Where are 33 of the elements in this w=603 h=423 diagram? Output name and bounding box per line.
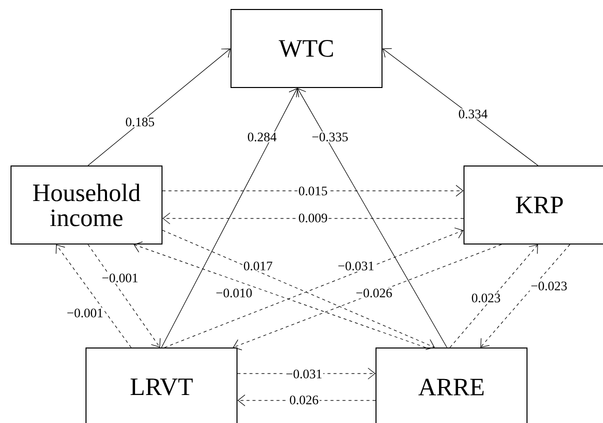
edge-label: 0.017 bbox=[242, 260, 274, 272]
arrow bbox=[161, 88, 300, 348]
edge-label: 0.009 bbox=[297, 212, 329, 224]
dashed-arrow bbox=[480, 244, 570, 348]
edge-label: −0.335 bbox=[310, 132, 350, 142]
arrow bbox=[382, 48, 538, 166]
variable-box: KRP bbox=[464, 166, 603, 244]
variable-box: ARRE bbox=[376, 348, 528, 423]
edge-label: 0.015 bbox=[297, 186, 329, 196]
arrow bbox=[296, 88, 448, 348]
dashed-arrow bbox=[450, 244, 538, 348]
edge-label: −0.001 bbox=[66, 308, 104, 318]
dashed-arrow bbox=[162, 184, 464, 197]
edge-label: 0.284 bbox=[246, 132, 278, 142]
edge-label: −0.001 bbox=[100, 272, 140, 284]
arrow bbox=[88, 48, 230, 166]
edge-label: 0.023 bbox=[470, 292, 502, 304]
dashed-arrow bbox=[134, 242, 426, 348]
dashed-arrow bbox=[56, 244, 132, 348]
edge-label: −0.023 bbox=[530, 280, 568, 292]
edge-label: −0.010 bbox=[214, 288, 254, 298]
variable-box: WTC bbox=[230, 9, 382, 88]
variable-box: Household income bbox=[10, 166, 162, 244]
edge-label: −0.031 bbox=[284, 368, 324, 380]
edge-label: −0.026 bbox=[354, 288, 394, 298]
dashed-arrow bbox=[162, 212, 464, 224]
edge-label: 0.185 bbox=[124, 116, 156, 128]
variable-box: LRVT bbox=[86, 348, 238, 423]
dashed-arrow bbox=[232, 244, 502, 350]
edge-label: 0.334 bbox=[457, 108, 489, 120]
dashed-arrow bbox=[88, 244, 161, 348]
edge-label: 0.026 bbox=[288, 394, 320, 406]
edge-label: −0.031 bbox=[336, 260, 376, 272]
